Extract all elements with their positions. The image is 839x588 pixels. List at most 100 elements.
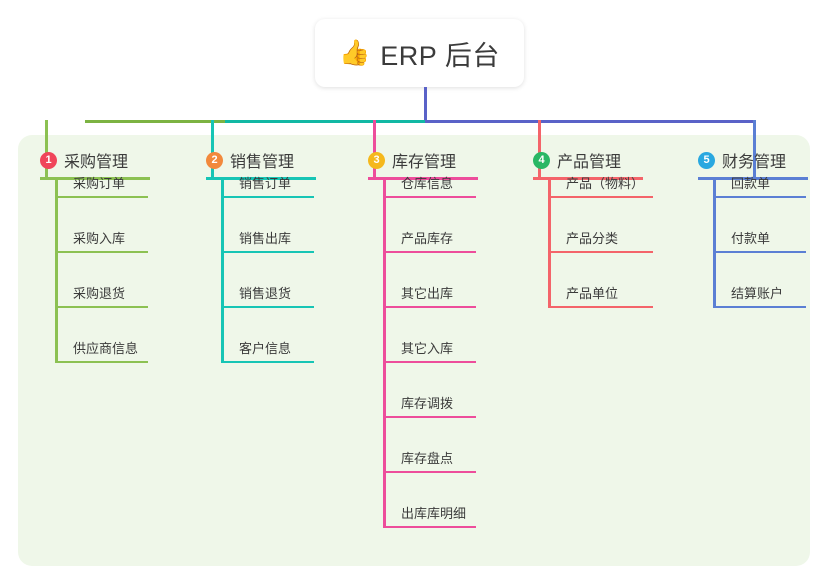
leaf-node-rule xyxy=(713,251,806,253)
bus-segment-blue xyxy=(425,120,755,123)
leaf-node-label: 产品（物料） xyxy=(566,176,645,191)
leaf-node[interactable]: 产品（物料） xyxy=(548,170,653,198)
leaf-node-label: 付款单 xyxy=(731,231,771,246)
leaf-node-rule xyxy=(383,306,476,308)
leaf-node[interactable]: 产品分类 xyxy=(548,225,653,253)
leaf-node-rule xyxy=(55,361,148,363)
leaf-node[interactable]: 销售出库 xyxy=(221,225,314,253)
leaf-node-label: 库存调拨 xyxy=(401,396,454,411)
leaf-node[interactable]: 回款单 xyxy=(713,170,806,198)
leaf-node-label: 仓库信息 xyxy=(401,176,454,191)
branch-badge-3: 3 xyxy=(368,151,385,169)
root-node-erp-backend[interactable]: 👍 ERP 后台 xyxy=(315,19,524,87)
leaf-node-label: 库存盘点 xyxy=(401,451,454,466)
leaf-node-label: 其它出库 xyxy=(401,286,454,301)
leaf-node[interactable]: 付款单 xyxy=(713,225,806,253)
leaf-node-rule xyxy=(55,251,148,253)
leaf-node[interactable]: 产品单位 xyxy=(548,280,653,308)
leaf-node-rule xyxy=(713,306,806,308)
root-node-label: ERP 后台 xyxy=(380,40,500,71)
leaf-node[interactable]: 库存调拨 xyxy=(383,390,476,418)
leaf-node-rule xyxy=(548,251,653,253)
branch-spine-5 xyxy=(713,178,716,308)
bus-segment-teal xyxy=(225,120,425,123)
bus-segment-green xyxy=(85,120,225,123)
leaf-node-rule xyxy=(221,196,314,198)
branch-header-2[interactable]: 2 销售管理 xyxy=(206,148,356,172)
leaf-node-rule xyxy=(548,196,653,198)
branch-header-rule-3 xyxy=(368,177,478,180)
leaf-node[interactable]: 客户信息 xyxy=(221,335,314,363)
branch-column-5: 5 财务管理回款单付款单结算账户 xyxy=(698,148,839,308)
leaf-node[interactable]: 仓库信息 xyxy=(383,170,476,198)
branch-column-1: 1 采购管理采购订单采购入库采购退货供应商信息 xyxy=(40,148,190,363)
leaf-node-label: 销售订单 xyxy=(239,176,292,191)
branch-title-4: 产品管理 xyxy=(557,154,622,171)
leaf-node-label: 销售退货 xyxy=(239,286,292,301)
branch-title-3: 库存管理 xyxy=(392,154,457,171)
branch-badge-4: 4 xyxy=(533,151,550,169)
branch-badge-1: 1 xyxy=(40,151,57,169)
leaf-node-label: 产品单位 xyxy=(566,286,619,301)
leaf-node-label: 采购入库 xyxy=(73,231,126,246)
leaf-node[interactable]: 结算账户 xyxy=(713,280,806,308)
branch-header-4[interactable]: 4 产品管理 xyxy=(533,148,683,172)
leaf-node-label: 销售出库 xyxy=(239,231,292,246)
branch-header-rule-1 xyxy=(40,177,150,180)
leaf-node-rule xyxy=(221,306,314,308)
branch-column-3: 3 库存管理仓库信息产品库存其它出库其它入库库存调拨库存盘点出库库明细 xyxy=(368,148,518,528)
branch-header-5[interactable]: 5 财务管理 xyxy=(698,148,839,172)
leaf-node-rule xyxy=(383,251,476,253)
branch-badge-2: 2 xyxy=(206,151,223,169)
branch-badge-5: 5 xyxy=(698,151,715,169)
branch-spine-2 xyxy=(221,178,224,363)
branch-spine-4 xyxy=(548,178,551,308)
mindmap-background-panel xyxy=(18,135,810,566)
leaf-node[interactable]: 产品库存 xyxy=(383,225,476,253)
drop-line-1 xyxy=(45,120,48,180)
branch-header-1[interactable]: 1 采购管理 xyxy=(40,148,190,172)
leaf-node[interactable]: 供应商信息 xyxy=(55,335,148,363)
branch-header-rule-2 xyxy=(206,177,316,180)
leaf-node-label: 产品分类 xyxy=(566,231,619,246)
leaf-node-rule xyxy=(383,471,476,473)
branch-header-rule-4 xyxy=(533,177,643,180)
leaf-node-rule xyxy=(383,416,476,418)
branch-header-3[interactable]: 3 库存管理 xyxy=(368,148,518,172)
leaf-node-rule xyxy=(221,251,314,253)
leaf-node-rule xyxy=(383,526,476,528)
leaf-node-rule xyxy=(548,306,653,308)
branch-title-1: 采购管理 xyxy=(64,154,129,171)
branch-column-2: 2 销售管理销售订单销售出库销售退货客户信息 xyxy=(206,148,356,363)
leaf-node[interactable]: 出库库明细 xyxy=(383,500,476,528)
leaf-node-rule xyxy=(221,361,314,363)
drop-line-5 xyxy=(753,120,756,180)
leaf-node[interactable]: 其它入库 xyxy=(383,335,476,363)
leaf-node-rule xyxy=(55,196,148,198)
drop-line-2 xyxy=(211,120,214,180)
branch-spine-1 xyxy=(55,178,58,363)
branch-title-5: 财务管理 xyxy=(722,154,787,171)
leaf-node[interactable]: 销售退货 xyxy=(221,280,314,308)
branch-column-4: 4 产品管理产品（物料） 产品分类产品单位 xyxy=(533,148,683,308)
leaf-node-label: 出库库明细 xyxy=(401,506,467,521)
drop-line-4 xyxy=(538,120,541,180)
root-stem xyxy=(424,87,427,123)
leaf-node-rule xyxy=(383,196,476,198)
branch-spine-3 xyxy=(383,178,386,528)
leaf-node-label: 采购退货 xyxy=(73,286,126,301)
leaf-node[interactable]: 采购入库 xyxy=(55,225,148,253)
leaf-node-rule xyxy=(713,196,806,198)
leaf-node-label: 结算账户 xyxy=(731,286,784,301)
branch-title-2: 销售管理 xyxy=(230,154,295,171)
leaf-node[interactable]: 销售订单 xyxy=(221,170,314,198)
leaf-node-rule xyxy=(55,306,148,308)
leaf-node-label: 客户信息 xyxy=(239,341,292,356)
leaf-node[interactable]: 其它出库 xyxy=(383,280,476,308)
leaf-node-label: 其它入库 xyxy=(401,341,454,356)
leaf-node[interactable]: 采购退货 xyxy=(55,280,148,308)
leaf-node[interactable]: 库存盘点 xyxy=(383,445,476,473)
drop-line-3 xyxy=(373,120,376,180)
leaf-node[interactable]: 采购订单 xyxy=(55,170,148,198)
